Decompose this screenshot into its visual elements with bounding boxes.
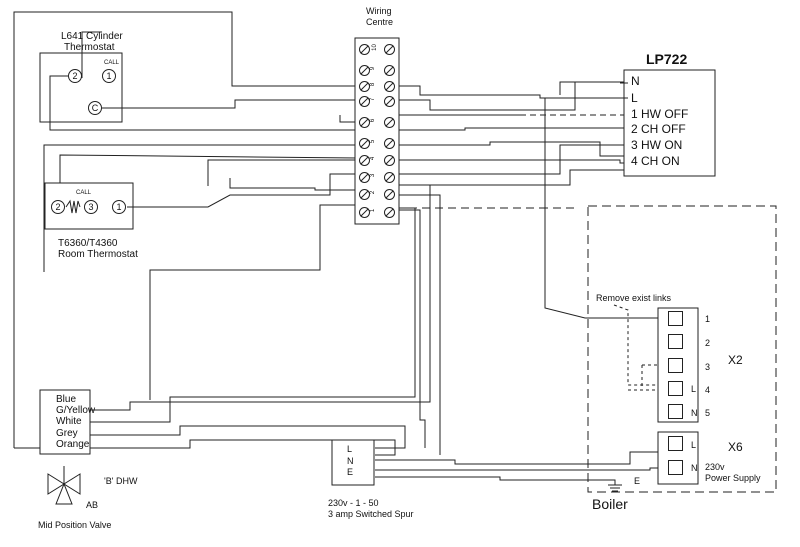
- cylinder-thermostat-title-line2: Thermostat: [64, 42, 115, 53]
- spur-terminal-n: N: [347, 456, 354, 466]
- spur-rating: 230v - 1 - 50: [328, 498, 379, 508]
- room-thermostat-name: Room Thermostat: [58, 249, 138, 260]
- valve-port-b-dhw: 'B' DHW: [104, 476, 138, 486]
- wc-screw-left-10: [359, 44, 370, 55]
- valve-wire-grey: Grey: [56, 428, 78, 439]
- wiring-centre-title-line2: Centre: [366, 17, 394, 27]
- wc-terminal-number-8: 8: [370, 82, 377, 87]
- lp722-row-l: L: [631, 91, 638, 105]
- wc-screw-right-2: [384, 189, 395, 200]
- wc-terminal-number-2: 2: [370, 190, 377, 195]
- x2-terminal-5-inner: N: [691, 408, 698, 418]
- wc-terminal-number-4: 4: [370, 156, 377, 161]
- wc-screw-right-3: [384, 172, 395, 183]
- x6-terminal-n: [668, 460, 683, 475]
- remove-existing-links-note: Remove exist links: [596, 293, 672, 303]
- cylinder-thermostat-call-label: CALL: [104, 60, 120, 66]
- room-thermostat-call-label: CALL: [76, 190, 92, 196]
- x6-terminal-l-inner: L: [691, 440, 697, 450]
- x2-terminal-2-number: 2: [705, 338, 711, 348]
- lp722-row-1-hw-off: 1 HW OFF: [631, 107, 689, 121]
- spur-terminal-l: L: [347, 444, 353, 454]
- wc-terminal-number-3: 3: [370, 173, 377, 178]
- lp722-row-4-ch-on: 4 CH ON: [631, 154, 680, 168]
- wc-screw-right-5: [384, 138, 395, 149]
- valve-port-ab: AB: [86, 500, 99, 510]
- wiring-centre-title-line1: Wiring: [366, 6, 392, 16]
- wc-terminal-number-9: 9: [370, 66, 377, 71]
- cylinder-thermostat-terminal-1: 1: [102, 69, 116, 83]
- room-thermostat-terminal-2: 2: [51, 200, 65, 214]
- wc-terminal-number-5: 5: [370, 139, 377, 144]
- wc-screw-left-2: [359, 189, 370, 200]
- wc-terminal-number-6: 6: [370, 118, 377, 123]
- spur-terminal-e: E: [347, 467, 354, 477]
- wc-screw-right-8: [384, 81, 395, 92]
- wc-screw-left-6: [359, 117, 370, 128]
- x6-terminal-l: [668, 436, 683, 451]
- wc-terminal-number-10: 10: [371, 44, 378, 51]
- room-thermostat-terminal-1: 1: [112, 200, 126, 214]
- wc-screw-right-4: [384, 155, 395, 166]
- wc-screw-left-3: [359, 172, 370, 183]
- boiler-x2-label: X2: [728, 353, 743, 367]
- valve-name: Mid Position Valve: [38, 520, 112, 530]
- wc-screw-left-5: [359, 138, 370, 149]
- wc-screw-right-6: [384, 117, 395, 128]
- wc-terminal-number-7: 7: [370, 97, 377, 102]
- earth-label: E: [634, 476, 641, 486]
- wc-terminal-number-1: 1: [370, 208, 377, 213]
- valve-wire-white: White: [56, 416, 82, 427]
- wc-screw-right-10: [384, 44, 395, 55]
- cylinder-thermostat-terminal-c: C: [88, 101, 102, 115]
- wc-screw-left-7: [359, 96, 370, 107]
- valve-wire-orange: Orange: [56, 439, 90, 450]
- supply-voltage: 230v: [705, 462, 725, 472]
- x2-terminal-1-number: 1: [705, 314, 711, 324]
- room-thermostat-model: T6360/T4360: [58, 238, 118, 249]
- x2-terminal-4-inner: L: [691, 384, 697, 394]
- x2-terminal-3: [668, 358, 683, 373]
- x2-terminal-5: [668, 404, 683, 419]
- cylinder-thermostat-title-line1: L641 Cylinder: [61, 31, 123, 42]
- wc-screw-right-7: [384, 96, 395, 107]
- room-thermostat-terminal-3: 3: [84, 200, 98, 214]
- wc-screw-left-4: [359, 155, 370, 166]
- x2-terminal-4: [668, 381, 683, 396]
- lp722-title: LP722: [646, 51, 688, 67]
- x2-terminal-3-number: 3: [705, 362, 711, 372]
- boiler-x6-label: X6: [728, 440, 743, 454]
- lp722-row-n: N: [631, 74, 640, 88]
- wc-screw-left-1: [359, 207, 370, 218]
- spur-description: 3 amp Switched Spur: [328, 509, 414, 519]
- x2-terminal-2: [668, 334, 683, 349]
- x2-terminal-1: [668, 311, 683, 326]
- x2-terminal-5-number: 5: [705, 408, 711, 418]
- wc-screw-left-8: [359, 81, 370, 92]
- x2-terminal-4-number: 4: [705, 385, 711, 395]
- supply-description: Power Supply: [705, 473, 761, 483]
- valve-wire-g-yellow: G/Yellow: [56, 405, 96, 416]
- lp722-row-3-hw-on: 3 HW ON: [631, 138, 683, 152]
- lp722-row-2-ch-off: 2 CH OFF: [631, 122, 686, 136]
- wc-screw-right-1: [384, 207, 395, 218]
- x6-terminal-n-inner: N: [691, 463, 698, 473]
- wc-screw-left-9: [359, 65, 370, 76]
- cylinder-thermostat-terminal-2: 2: [68, 69, 82, 83]
- boiler-label: Boiler: [592, 496, 628, 512]
- valve-wire-blue: Blue: [56, 394, 77, 405]
- wc-screw-right-9: [384, 65, 395, 76]
